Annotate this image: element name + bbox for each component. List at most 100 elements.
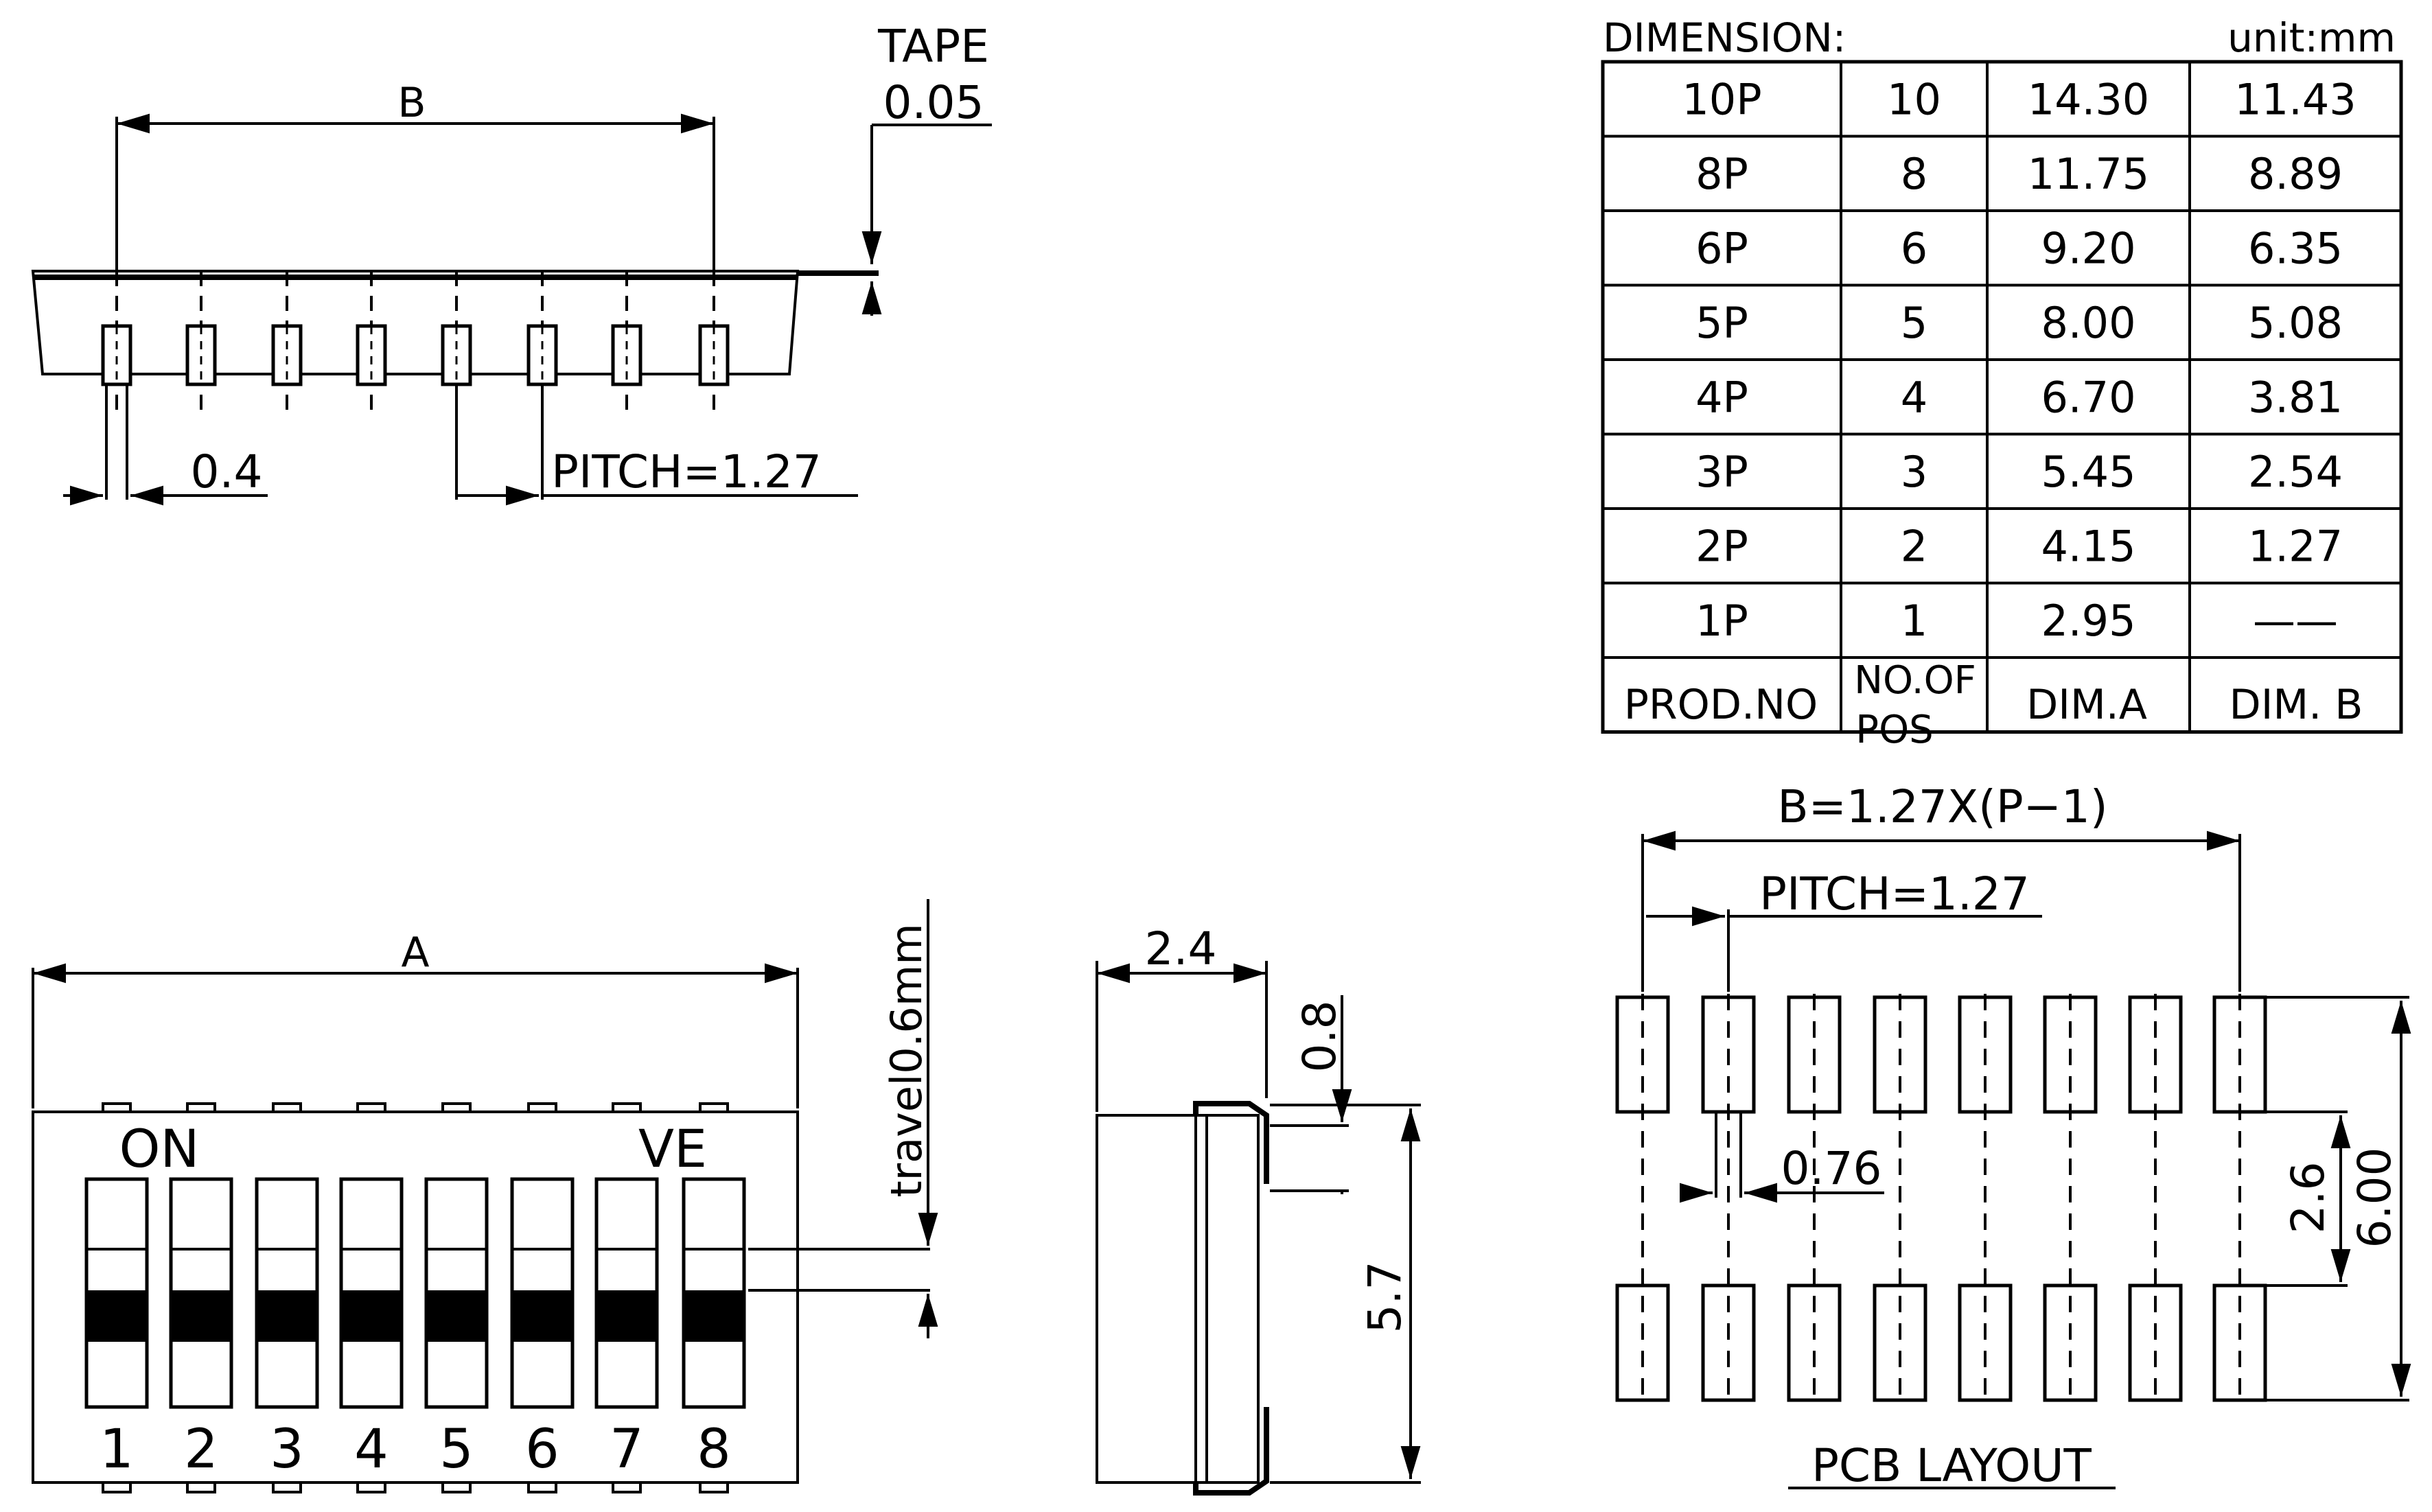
table-title: DIMENSION: (1603, 14, 1846, 61)
pcb-pad-top (1701, 995, 1756, 1114)
switch-number: 6 (525, 1419, 559, 1480)
pcb-pad-bottom (1615, 1283, 1670, 1402)
switch-number: 5 (439, 1419, 474, 1480)
bottom-lead (272, 1481, 302, 1493)
top-lead (186, 1102, 216, 1113)
pcb-pad-bottom (2128, 1283, 2183, 1402)
top-lead (441, 1102, 472, 1113)
switch-number: 1 (100, 1419, 134, 1480)
table-cell: 8P (1695, 149, 1748, 199)
end-view-lead (1193, 1101, 1269, 1184)
table-cell: 3.81 (2248, 372, 2343, 422)
pcb-pad-top (1615, 995, 1670, 1114)
table-cell: 3 (1901, 447, 1927, 497)
top-lead (102, 1102, 132, 1113)
table-cell: 4 (1901, 372, 1927, 422)
pcb-pads (1615, 994, 2267, 1404)
pcb-layout-title: PCB LAYOUT (1811, 1439, 2092, 1492)
table-cell: 1 (1901, 596, 1927, 646)
table-cell: 2P (1695, 521, 1748, 571)
pcb-pad-bottom (1958, 1283, 2013, 1402)
side-view-body (31, 270, 800, 375)
pcb-pad-bottom (1701, 1283, 1756, 1402)
switch-body (32, 1110, 799, 1484)
pcb-pad-top (2212, 995, 2267, 1114)
top-lead (272, 1102, 302, 1113)
switch-number: 3 (270, 1419, 304, 1480)
tape-label: TAPE (877, 20, 989, 73)
bottom-lead (102, 1481, 132, 1493)
switch-actuator (597, 1290, 657, 1342)
switch-actuator (86, 1290, 147, 1342)
side-view (31, 113, 992, 506)
front-view-switches (84, 1102, 746, 1493)
table-cell: 1.27 (2248, 521, 2343, 571)
switch-number: 2 (184, 1419, 218, 1480)
switch-number: 8 (697, 1419, 731, 1480)
header-pos: POS (1855, 708, 1933, 752)
table-cell: 9.20 (2041, 223, 2135, 273)
bottom-lead (699, 1481, 729, 1493)
table-cell: 10P (1682, 74, 1761, 124)
bottom-lead (612, 1481, 642, 1493)
table-cell: 6 (1901, 223, 1927, 273)
switch-actuator (341, 1290, 402, 1342)
switch-actuator (171, 1290, 231, 1342)
end-width-label: 2.4 (1145, 922, 1217, 975)
bottom-lead (527, 1481, 557, 1493)
on-label: ON (119, 1118, 200, 1179)
table-cell: 10 (1887, 74, 1941, 124)
table-cell: 2 (1901, 521, 1927, 571)
end-view-body (1096, 1114, 1260, 1484)
tape-value: 0.05 (883, 76, 984, 129)
table-cell: 8 (1901, 149, 1927, 199)
pcb-pad-bottom (1873, 1283, 1927, 1402)
switch-number: 4 (354, 1419, 389, 1480)
pcb-layout (1641, 830, 2411, 1489)
table-border (1601, 60, 2403, 734)
end-height-label: 5.7 (1358, 1261, 1411, 1334)
table-cell: 5.45 (2041, 447, 2135, 497)
table-cell: 14.30 (2028, 74, 2150, 124)
dim-b-label: B (397, 79, 426, 127)
pcb-pad-top (1787, 995, 1842, 1114)
pcb-pad-gap-label: 2.6 (2282, 1162, 2335, 1234)
header-dim-a: DIM.A (2026, 681, 2147, 729)
pcb-pad-bottom (2212, 1283, 2267, 1402)
header-prod-no: PROD.NO (1624, 681, 1818, 729)
top-lead (699, 1102, 729, 1113)
dim-a-label: A (401, 929, 429, 977)
bottom-lead (356, 1481, 386, 1493)
bottom-lead (186, 1481, 216, 1493)
table-cell: 8.00 (2041, 298, 2135, 348)
table-cell: 2.54 (2248, 447, 2343, 497)
table-cell: 6.35 (2248, 223, 2343, 273)
table-cell: 4P (1695, 372, 1748, 422)
table-cell: 4.15 (2041, 521, 2135, 571)
pcb-pad-top (1958, 995, 2013, 1114)
table-cell: 11.43 (2234, 74, 2356, 124)
end-lead-label: 0.8 (1293, 1001, 1346, 1073)
table-cell: —— (2253, 596, 2338, 646)
table-cell: 3P (1695, 447, 1748, 497)
table-cell: 5P (1695, 298, 1748, 348)
pin-width-label: 0.4 (191, 445, 263, 498)
pitch-label: PITCH=1.27 (551, 445, 822, 498)
side-pin (356, 324, 387, 386)
header-no-of: NO.OF (1854, 658, 1976, 703)
table-cell: 1P (1695, 596, 1748, 646)
table-cell: 6.70 (2041, 372, 2135, 422)
pcb-pad-top (2128, 995, 2183, 1114)
table-cell: 8.89 (2248, 149, 2343, 199)
travel-label: travel0.6mm (881, 923, 931, 1197)
front-view (32, 899, 938, 1484)
top-lead (527, 1102, 557, 1113)
pcb-overall-label: 6.00 (2348, 1148, 2401, 1248)
table-cell: 11.75 (2028, 149, 2150, 199)
switch-actuator (257, 1290, 317, 1342)
table-cell: 5.08 (2248, 298, 2343, 348)
ve-label: VE (638, 1118, 707, 1179)
table-unit: unit:mm (2227, 14, 2396, 61)
